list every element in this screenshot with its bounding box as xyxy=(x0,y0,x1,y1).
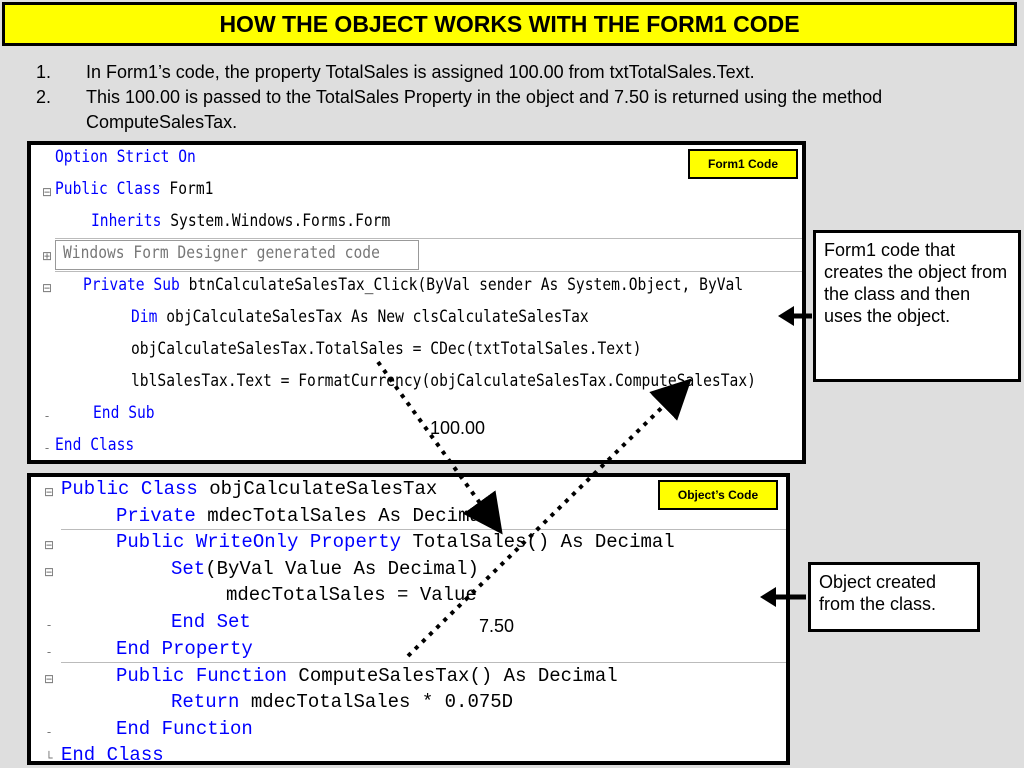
code-keyword: Public Function xyxy=(116,665,288,687)
collapse-icon: ⊟ xyxy=(43,672,55,686)
value-out-label: 7.50 xyxy=(479,616,515,636)
code-keyword: Public Class xyxy=(61,478,198,500)
steps-list: 1. In Form1’s code, the property TotalSa… xyxy=(36,60,996,135)
dotted-arrow-in xyxy=(376,360,503,535)
code-text: objCalculateSalesTax As New clsCalculate… xyxy=(157,307,589,327)
code-keyword: End Function xyxy=(116,718,253,740)
code-keyword: End Set xyxy=(171,611,251,633)
object-callout-arrow xyxy=(760,587,806,607)
collapse-line-icon: - xyxy=(44,409,50,423)
code-keyword: End Sub xyxy=(93,403,155,423)
code-line: End Set xyxy=(171,611,786,633)
code-text: ComputeSalesTax() As Decimal xyxy=(287,665,618,687)
object-code-panel: ⊟ ⊟ ⊟ - - ⊟ - └ Public Class objCalculat… xyxy=(27,473,790,765)
code-line: Private Sub btnCalculateSalesTax_Click(B… xyxy=(83,275,802,295)
code-text: System.Windows.Forms.Form xyxy=(161,211,391,231)
code-line: Public Class Form1 xyxy=(55,179,802,199)
form1-callout-arrow xyxy=(778,306,812,326)
code-keyword: Option Strict On xyxy=(55,147,196,167)
collapse-line-icon: - xyxy=(44,441,50,455)
code-line: Set(ByVal Value As Decimal) xyxy=(171,558,786,580)
code-text: (ByVal Value As Decimal) xyxy=(205,558,479,580)
code-keyword: Public Class xyxy=(55,179,161,199)
collapse-line-icon: - xyxy=(46,645,52,659)
dotted-arrow-out xyxy=(406,378,692,658)
collapsed-region-box xyxy=(55,240,419,270)
code-text: mdecTotalSales = Value xyxy=(226,584,477,606)
code-line: End Function xyxy=(116,718,786,740)
code-keyword: Return xyxy=(171,691,240,713)
code-line: Public Class objCalculateSalesTax xyxy=(61,478,786,500)
collapse-icon: ⊟ xyxy=(41,185,53,199)
line-separator xyxy=(61,529,786,530)
code-text: objCalculateSalesTax xyxy=(197,478,438,500)
code-line: objCalculateSalesTax.TotalSales = CDec(t… xyxy=(131,339,802,359)
collapse-icon: ⊟ xyxy=(41,281,53,295)
code-line: End Class xyxy=(55,435,802,455)
code-keyword: Private Sub xyxy=(83,275,180,295)
code-text: btnCalculateSalesTax_Click(ByVal sender … xyxy=(179,275,744,295)
step-2: 2. This 100.00 is passed to the TotalSal… xyxy=(36,85,996,135)
code-line: End Property xyxy=(116,638,786,660)
step-text: This 100.00 is passed to the TotalSales … xyxy=(86,87,883,132)
collapse-icon: ⊟ xyxy=(43,538,55,552)
step-number: 2. xyxy=(36,87,52,107)
code-keyword: Set xyxy=(171,558,206,580)
code-text: TotalSales() As Decimal xyxy=(401,531,675,553)
line-separator xyxy=(61,662,786,663)
code-keyword: Public WriteOnly Property xyxy=(116,531,402,553)
code-line: mdecTotalSales = Value xyxy=(226,584,786,606)
code-line: Dim objCalculateSalesTax As New clsCalcu… xyxy=(131,307,802,327)
code-line: End Class xyxy=(61,744,786,765)
slide-title: HOW THE OBJECT WORKS WITH THE FORM1 CODE xyxy=(2,2,1017,46)
code-keyword: End Class xyxy=(61,744,164,765)
code-text: lblSalesTax.Text = FormatCurrency(objCal… xyxy=(131,371,756,391)
form1-code-panel: ⊟ ⊞ ⊟ - - Option Strict On Public Class … xyxy=(27,141,806,464)
code-keyword: Inherits xyxy=(91,211,162,231)
object-callout: Object created from the class. xyxy=(808,562,980,632)
code-text: Windows Form Designer generated code xyxy=(63,243,380,263)
collapse-line-icon: └ xyxy=(45,751,53,765)
collapse-line-icon: - xyxy=(46,618,52,632)
collapse-icon: ⊟ xyxy=(43,485,55,499)
code-line: Return mdecTotalSales * 0.075D xyxy=(171,691,786,713)
line-separator xyxy=(55,238,802,239)
code-text: Form1 xyxy=(160,179,214,199)
code-text: objCalculateSalesTax.TotalSales = CDec(t… xyxy=(131,339,642,359)
object-code-label: Object’s Code xyxy=(658,480,778,510)
step-1: 1. In Form1’s code, the property TotalSa… xyxy=(36,60,996,85)
value-in-label: 100.00 xyxy=(430,418,486,438)
code-keyword: Dim xyxy=(131,307,158,327)
step-number: 1. xyxy=(36,62,52,82)
code-line: Public WriteOnly Property TotalSales() A… xyxy=(116,531,786,553)
code-line: Option Strict On xyxy=(55,147,802,167)
line-separator xyxy=(55,271,802,272)
code-line: Public Function ComputeSalesTax() As Dec… xyxy=(116,665,786,687)
form1-callout: Form1 code that creates the object from … xyxy=(813,230,1021,382)
code-line: End Sub xyxy=(93,403,802,423)
code-keyword: End Class xyxy=(55,435,135,455)
code-keyword: Private xyxy=(116,505,196,527)
code-line: Windows Form Designer generated code xyxy=(63,243,802,263)
code-line: Inherits System.Windows.Forms.Form xyxy=(91,211,802,231)
code-keyword: End Property xyxy=(116,638,253,660)
expand-icon: ⊞ xyxy=(41,249,53,263)
collapse-line-icon: - xyxy=(46,725,52,739)
code-line: lblSalesTax.Text = FormatCurrency(objCal… xyxy=(131,371,802,391)
step-text: In Form1’s code, the property TotalSales… xyxy=(86,62,755,82)
form1-code-label: Form1 Code xyxy=(688,149,798,179)
collapse-icon: ⊟ xyxy=(43,565,55,579)
code-text: mdecTotalSales * 0.075D xyxy=(239,691,514,713)
